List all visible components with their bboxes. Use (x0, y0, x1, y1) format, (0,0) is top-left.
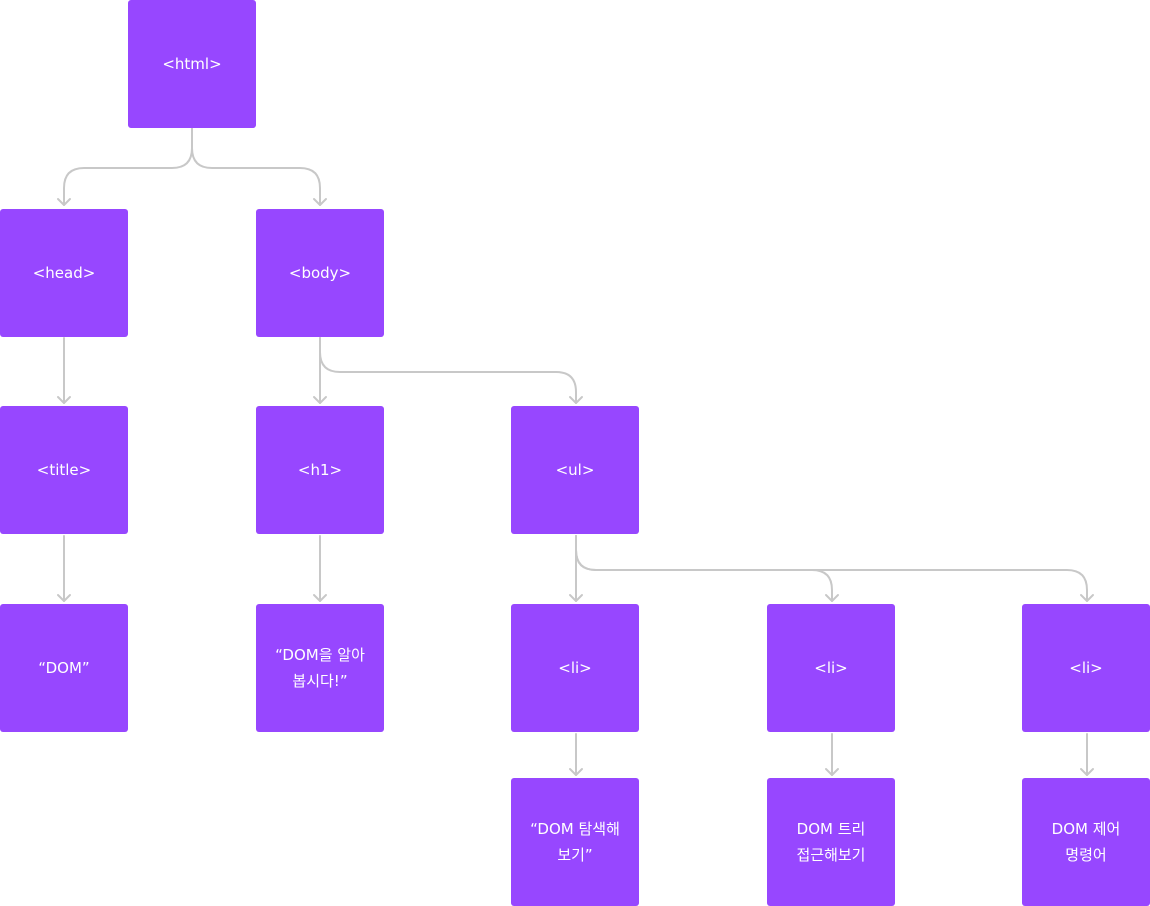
arrowhead-li3 (1080, 594, 1094, 602)
arrowhead-li3-text (1080, 768, 1094, 776)
arrowhead-h1-text (313, 594, 327, 602)
node-ul: <ul> (511, 406, 639, 534)
arrowhead-li1 (569, 594, 583, 602)
edge-ul-li3 (575, 535, 1088, 602)
node-li-1-text: “DOM 탐색해 보기” (511, 778, 639, 906)
node-li-3: <li> (1022, 604, 1150, 732)
arrowhead-body (313, 198, 327, 206)
arrowhead-title-text (57, 594, 71, 602)
node-li-2-text: DOM 트리 접근해보기 (767, 778, 895, 906)
node-li-3-label: <li> (1069, 659, 1103, 677)
node-ul-label: <ul> (555, 461, 595, 479)
node-li-3-text-label: DOM 제어 명령어 (1051, 820, 1121, 864)
edge-body-ul (319, 337, 577, 404)
node-h1-text-label: “DOM을 알아 봅시다!” (275, 646, 365, 690)
node-h1-text: “DOM을 알아 봅시다!” (256, 604, 384, 732)
node-h1: <h1> (256, 406, 384, 534)
arrowhead-li1-text (569, 768, 583, 776)
node-li-1-text-label: “DOM 탐색해 보기” (530, 820, 620, 864)
node-li-1: <li> (511, 604, 639, 732)
node-head-label: <head> (32, 264, 96, 282)
node-title-text: “DOM” (0, 604, 128, 732)
edge-ul-li2 (575, 535, 833, 602)
node-li-3-text: DOM 제어 명령어 (1022, 778, 1150, 906)
node-body-label: <body> (288, 264, 352, 282)
node-li-2-text-label: DOM 트리 접근해보기 (796, 820, 866, 864)
node-head: <head> (0, 209, 128, 337)
node-li-2-label: <li> (814, 659, 848, 677)
node-html-label: <html> (162, 55, 222, 73)
edge-html-body (191, 127, 321, 206)
node-title-label: <title> (36, 461, 92, 479)
arrowhead-title (57, 396, 71, 404)
node-li-1-label: <li> (558, 659, 592, 677)
node-title-text-label: “DOM” (38, 659, 90, 677)
node-body: <body> (256, 209, 384, 337)
edge-html-head (63, 127, 193, 206)
node-li-2: <li> (767, 604, 895, 732)
node-title: <title> (0, 406, 128, 534)
node-html: <html> (128, 0, 256, 128)
arrowhead-h1 (313, 396, 327, 404)
arrowhead-li2-text (825, 768, 839, 776)
arrowhead-li2 (825, 594, 839, 602)
node-h1-label: <h1> (297, 461, 343, 479)
arrowhead-head (57, 198, 71, 206)
arrowhead-ul (569, 396, 583, 404)
